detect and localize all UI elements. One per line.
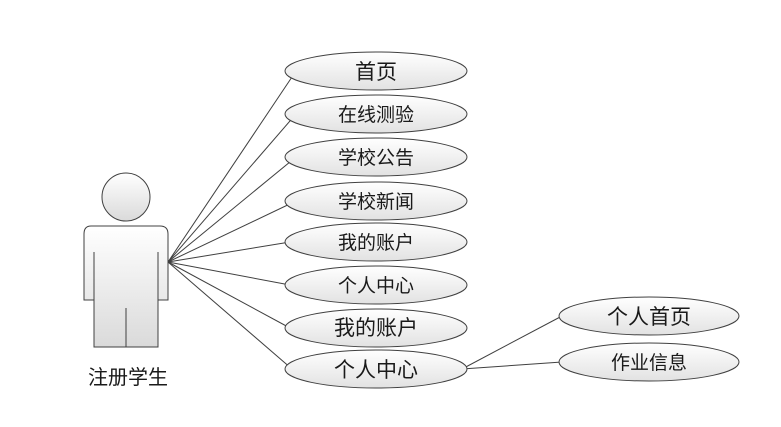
sub-use-case: 作业信息 bbox=[558, 342, 740, 382]
association-lines bbox=[167, 70, 563, 370]
association-line bbox=[167, 241, 291, 263]
actor-student bbox=[83, 172, 169, 348]
association-line bbox=[461, 361, 563, 370]
sub-use-case: 个人首页 bbox=[558, 296, 740, 336]
use-case: 学校公告 bbox=[284, 137, 468, 177]
use-case: 个人中心 bbox=[284, 265, 468, 305]
sub-use-case-label: 个人首页 bbox=[607, 305, 691, 329]
actor-head bbox=[101, 172, 151, 222]
association-line bbox=[461, 315, 563, 370]
sub-use-case-label: 作业信息 bbox=[611, 352, 687, 374]
association-line bbox=[167, 261, 291, 329]
use-case: 个人中心 bbox=[284, 349, 468, 389]
use-case-label: 学校公告 bbox=[338, 147, 414, 169]
use-case: 学校新闻 bbox=[284, 181, 468, 221]
actor-label: 注册学生 bbox=[88, 365, 168, 389]
association-line bbox=[167, 200, 297, 263]
use-case-label: 个人中心 bbox=[334, 358, 418, 382]
use-case-label: 个人中心 bbox=[338, 275, 414, 297]
association-line bbox=[167, 156, 297, 263]
association-line bbox=[167, 261, 291, 286]
use-case-label: 学校新闻 bbox=[338, 191, 414, 213]
actor-body bbox=[83, 225, 169, 348]
use-case-label: 我的账户 bbox=[338, 232, 414, 254]
association-line bbox=[167, 261, 293, 370]
use-case: 在线测验 bbox=[284, 94, 468, 134]
use-case-label: 我的账户 bbox=[334, 316, 418, 340]
association-line bbox=[167, 70, 297, 263]
use-case: 我的账户 bbox=[284, 222, 468, 262]
use-case: 首页 bbox=[284, 51, 468, 91]
use-case-label: 首页 bbox=[355, 60, 397, 84]
association-line bbox=[167, 113, 297, 263]
use-case: 我的账户 bbox=[284, 308, 468, 348]
use-case-label: 在线测验 bbox=[338, 104, 414, 126]
